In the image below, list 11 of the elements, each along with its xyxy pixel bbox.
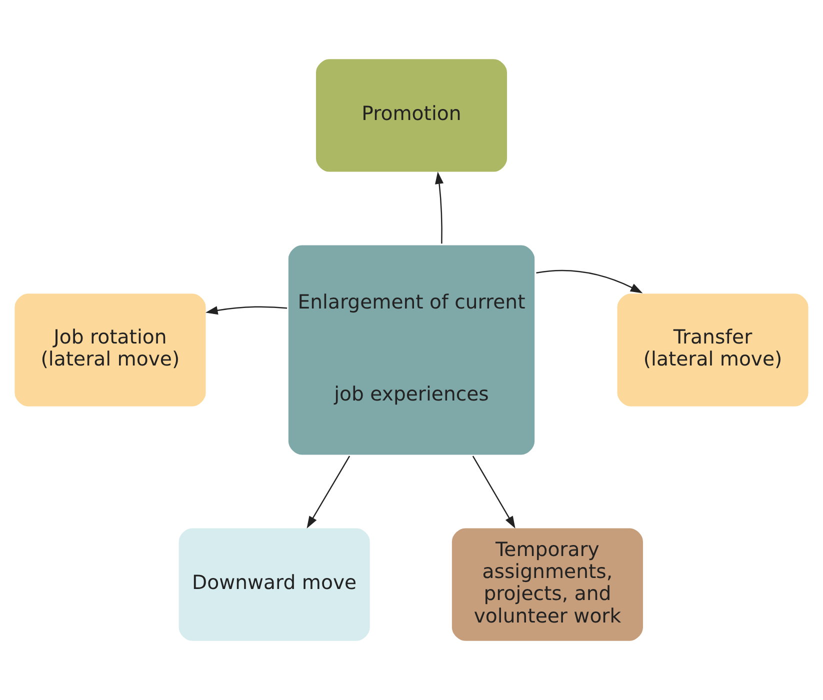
node-box: Transfer (lateral move) [614, 291, 811, 409]
node-box: Downward move [176, 526, 372, 644]
arrow [472, 456, 516, 528]
node-box: Promotion [314, 56, 510, 174]
arrow [205, 306, 288, 315]
node-box: Enlargement of current job experiences [286, 242, 538, 458]
arrow [306, 456, 350, 528]
arrow [536, 270, 643, 294]
node-box: Temporary assignments, projects, and volunteer work [449, 526, 646, 644]
node-box: Job rotation (lateral move) [12, 291, 208, 409]
arrow [435, 172, 444, 244]
